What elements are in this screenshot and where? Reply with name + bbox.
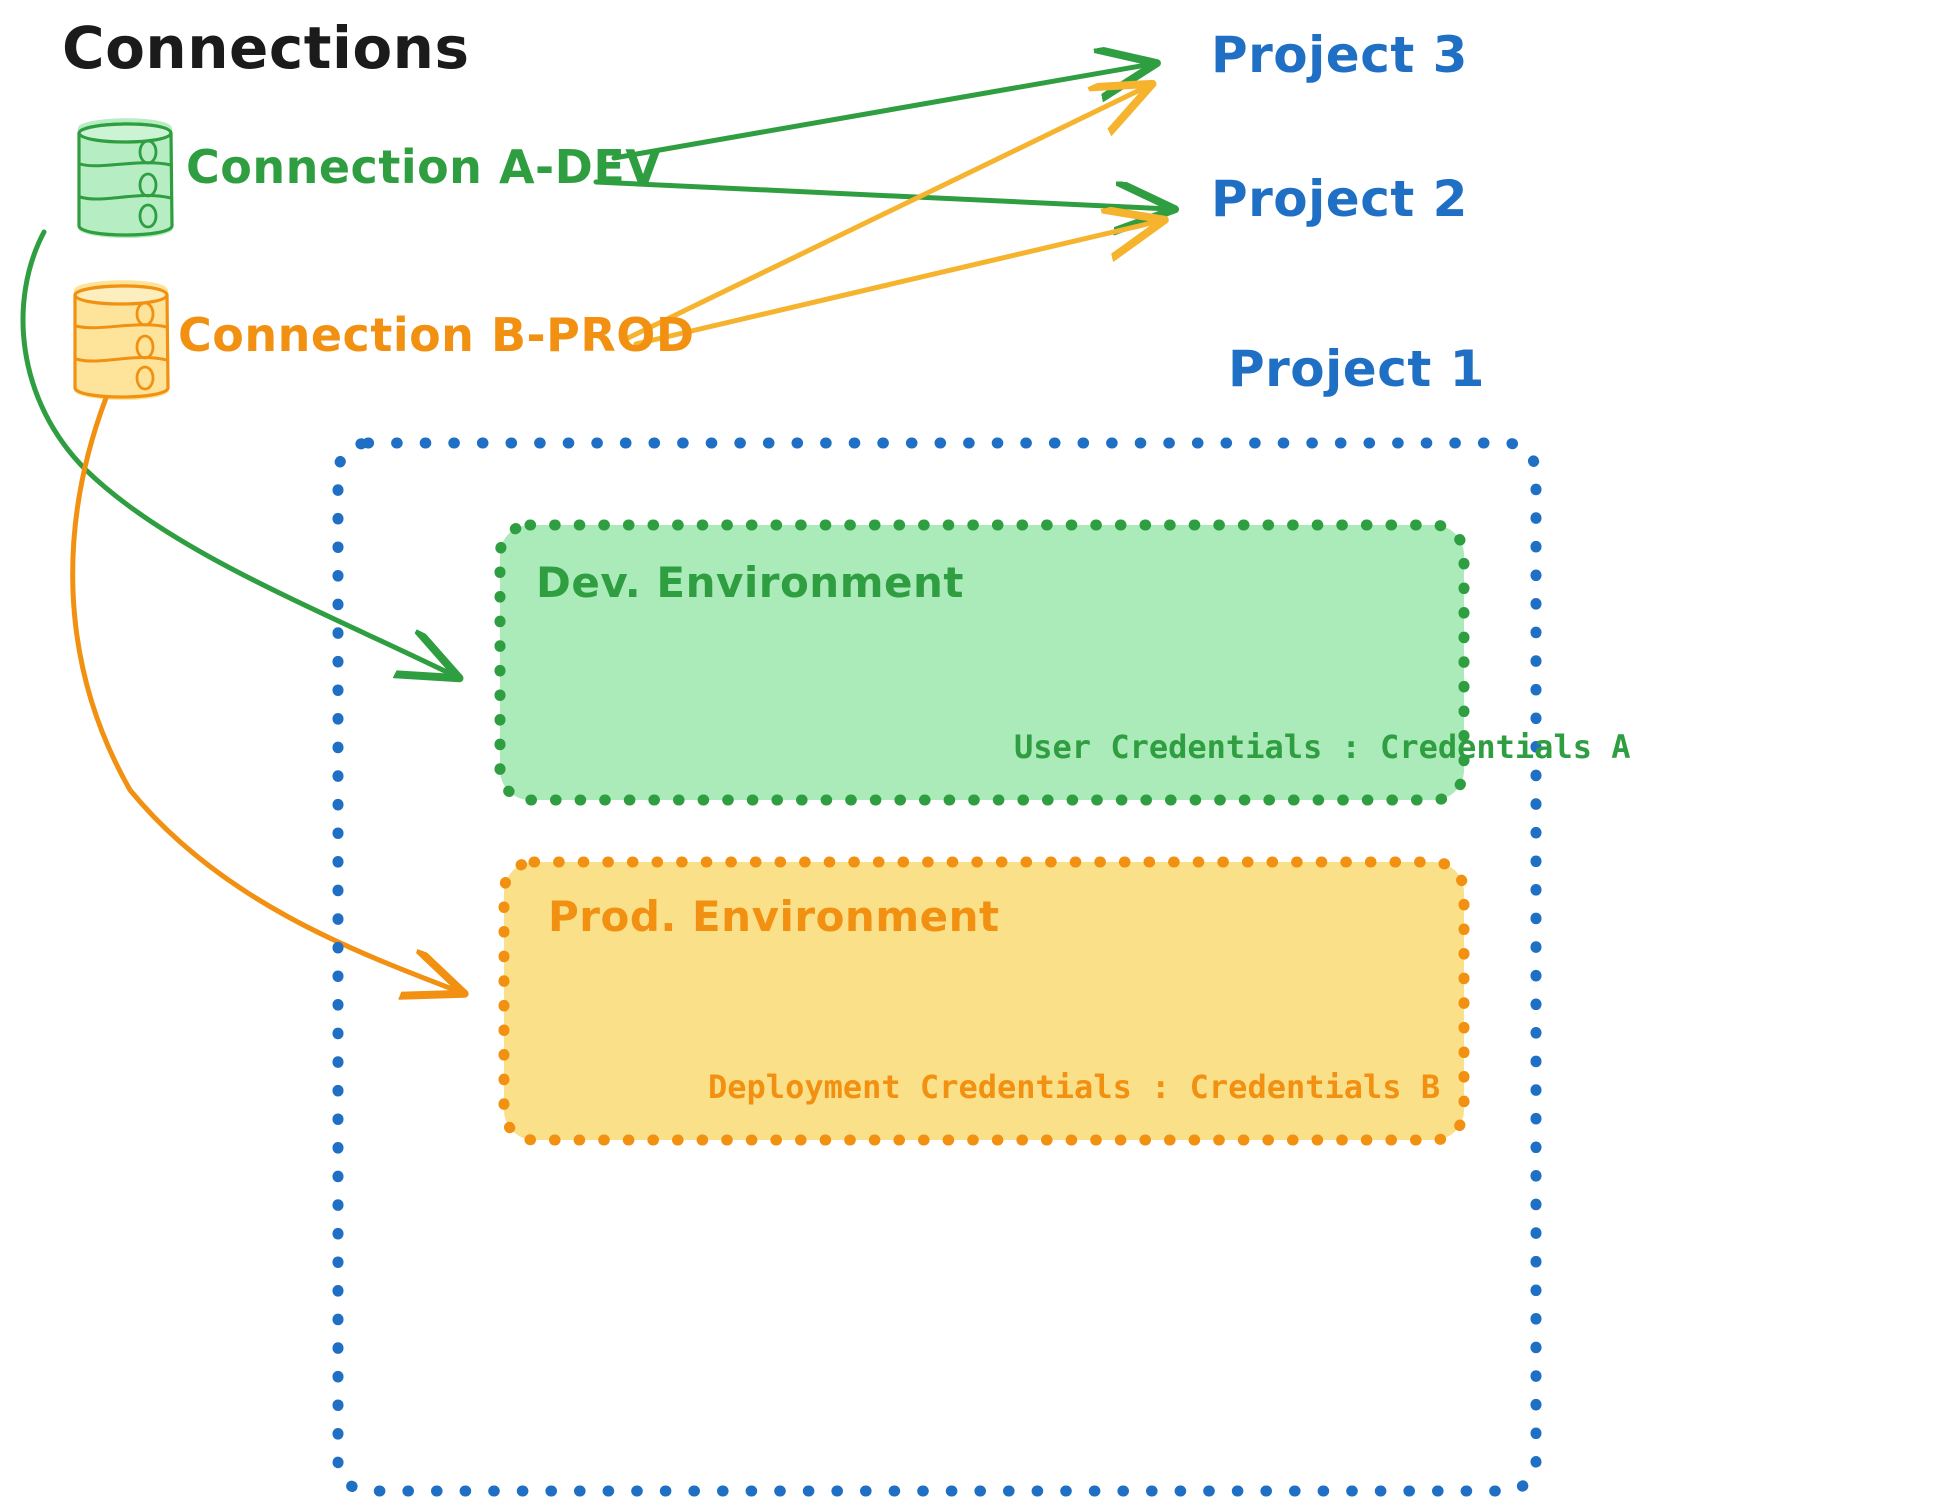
arrow-conn-a-to-dev-environment bbox=[20, 229, 455, 676]
prod-environment-title: Prod. Environment bbox=[548, 892, 1000, 941]
connection-b-prod-label: Connection B-PROD bbox=[178, 308, 695, 362]
project-1-label[interactable]: Project 1 bbox=[1228, 340, 1485, 398]
connection-a-dev-label: Connection A-DEV bbox=[186, 140, 662, 194]
database-cylinder-icon-green[interactable] bbox=[77, 118, 174, 239]
project-2-label[interactable]: Project 2 bbox=[1211, 170, 1468, 228]
arrow-conn-b-to-project2 bbox=[633, 221, 1160, 347]
arrow-conn-b-to-project3 bbox=[625, 86, 1148, 341]
arrow-conn-b-to-prod-environment bbox=[70, 395, 460, 992]
prod-environment-credentials: Deployment Credentials : Credentials B bbox=[708, 1068, 1441, 1106]
project1-container bbox=[332, 437, 1542, 1497]
database-cylinder-icon-orange[interactable] bbox=[73, 280, 170, 401]
page-title: Connections bbox=[62, 14, 470, 82]
dev-environment-credentials: User Credentials : Credentials A bbox=[1014, 728, 1631, 766]
arrow-conn-a-to-project2 bbox=[593, 179, 1170, 209]
dev-environment-box[interactable] bbox=[494, 519, 1470, 806]
dev-environment-title: Dev. Environment bbox=[536, 558, 964, 607]
prod-environment-box[interactable] bbox=[498, 856, 1470, 1146]
project-3-label[interactable]: Project 3 bbox=[1211, 26, 1468, 84]
arrow-conn-a-to-project3 bbox=[611, 64, 1152, 161]
